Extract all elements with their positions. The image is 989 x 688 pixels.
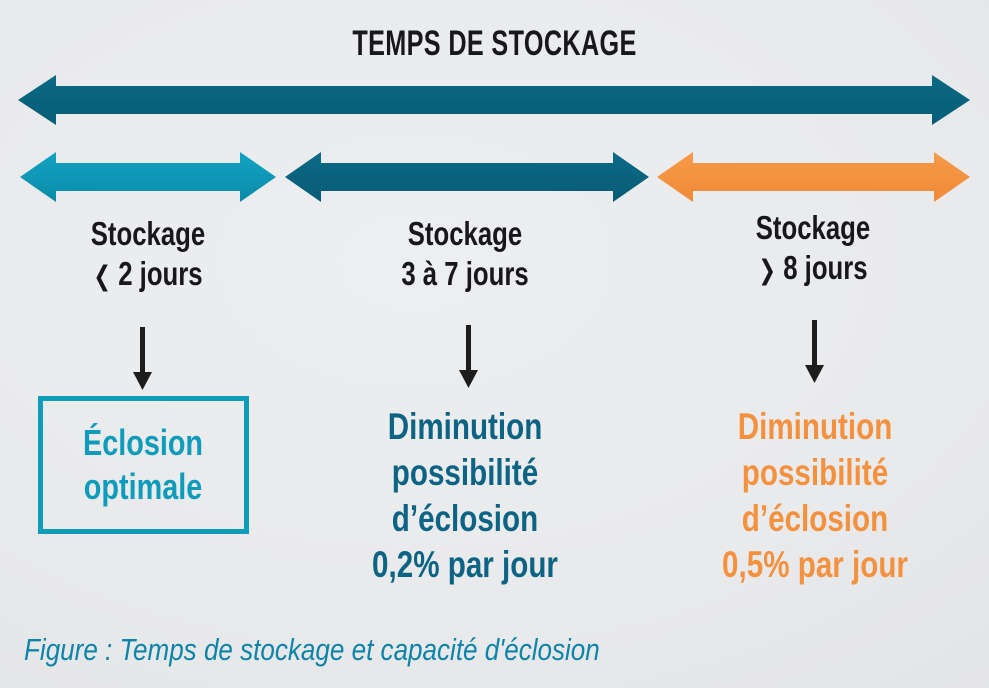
segment-arrow-2 (285, 152, 649, 202)
outcome-text-3-line4: 0,5% par jour (722, 544, 908, 585)
outcome-text-2-line4: 0,2% par jour (372, 544, 558, 585)
segment-label-1-line1: Stockage (90, 215, 206, 252)
outcome-box-optimal: Éclosion optimale (38, 396, 249, 534)
outcome-text-3: Diminution possibilité d’éclosion 0,5% p… (680, 404, 950, 588)
segment-label-2: Stockage 3 à 7 jours (356, 214, 574, 294)
segment-label-3-line2: ❯ 8 jours (723, 248, 902, 291)
segment-arrow-3 (657, 152, 970, 202)
segment-label-3: Stockage ❯ 8 jours (723, 208, 902, 291)
outcome-box-line2: optimale (84, 466, 203, 507)
down-arrow-1 (133, 327, 152, 390)
outcome-box-line1: Éclosion (83, 422, 204, 463)
overall-timeline-arrow (18, 75, 970, 125)
segment-label-3-days: 8 jours (783, 249, 868, 286)
outcome-text-2-line1: Diminution (387, 406, 543, 447)
down-arrow-2 (459, 325, 478, 388)
segment-arrow-1 (20, 152, 276, 202)
figure-caption: Figure : Temps de stockage et capacité d… (24, 632, 600, 667)
outcome-text-2-line2: possibilité (391, 452, 539, 493)
outcome-text-3-line3: d’éclosion (741, 498, 889, 539)
less-than-chevron-icon: ❮ (93, 261, 112, 292)
segment-label-2-line1: Stockage (407, 215, 523, 252)
segment-label-2-line2: 3 à 7 jours (401, 255, 529, 292)
page-title: TEMPS DE STOCKAGE (352, 24, 637, 63)
segment-label-3-line1: Stockage (755, 209, 871, 246)
outcome-text-2: Diminution possibilité d’éclosion 0,2% p… (325, 404, 605, 588)
outcome-text-3-line2: possibilité (741, 452, 889, 493)
segment-label-1: Stockage ❮ 2 jours (39, 214, 257, 297)
down-arrow-3 (805, 320, 824, 383)
segment-label-1-days: 2 jours (118, 255, 203, 292)
outcome-text-2-line3: d’éclosion (391, 498, 539, 539)
segment-label-1-line2: ❮ 2 jours (39, 254, 257, 297)
outcome-text-3-line1: Diminution (737, 406, 893, 447)
greater-than-chevron-icon: ❯ (758, 255, 777, 286)
